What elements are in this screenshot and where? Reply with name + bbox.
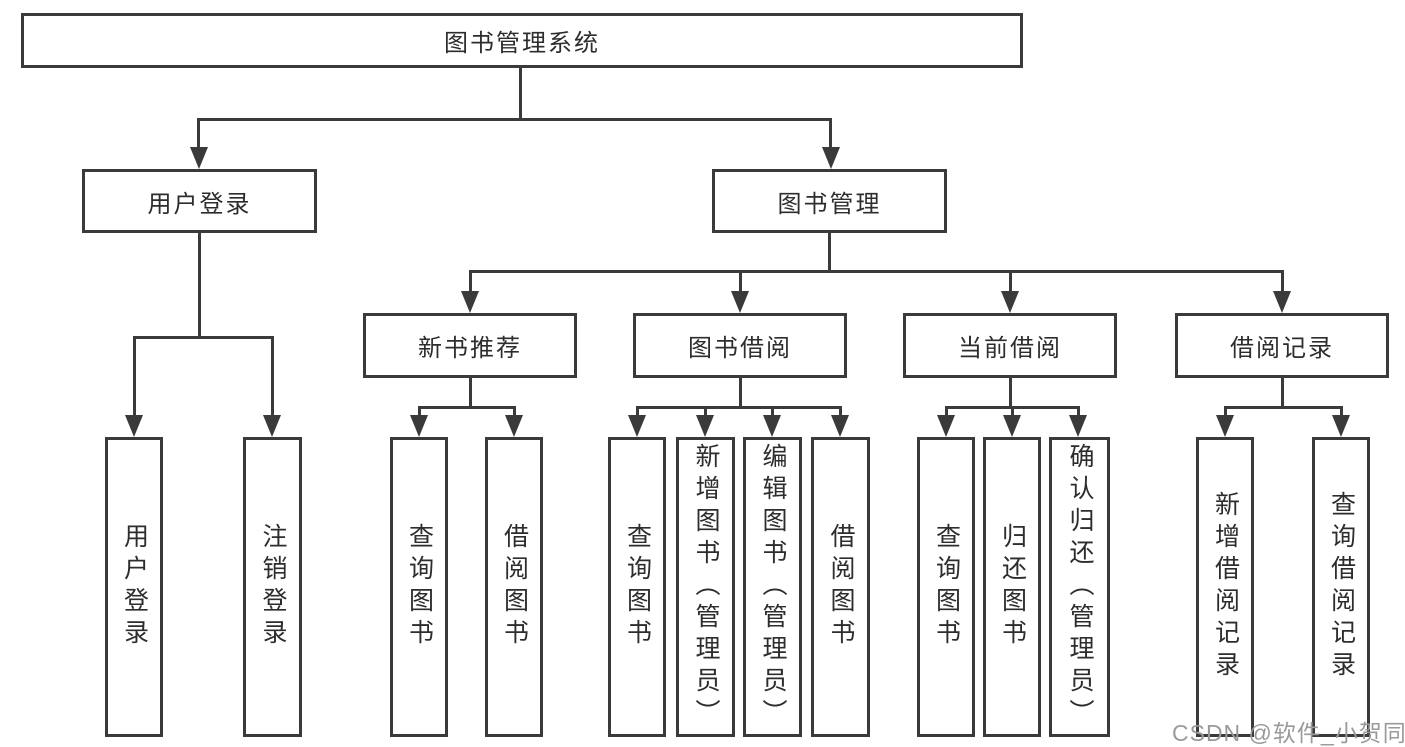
arrow-down-icon	[831, 415, 849, 437]
connector-stem-leaf	[418, 406, 421, 418]
connector-stem-borrow-records	[1281, 270, 1284, 294]
node-label: 当前借阅	[958, 335, 1062, 362]
node-new-book-recommend: 新书推荐	[363, 313, 577, 378]
connector-user-login-bar	[133, 336, 274, 339]
connector-book-management-vertical	[828, 232, 831, 273]
arrow-down-icon	[505, 415, 523, 437]
leaf-query-books: 查询图书	[608, 437, 666, 737]
leaf-borrow-books: 借阅图书	[811, 437, 870, 737]
node-label: 图书管理系统	[444, 30, 600, 57]
arrow-down-icon	[1069, 415, 1087, 437]
leaf-label: 新增图书（管理员）	[692, 443, 720, 731]
node-library-management-system: 图书管理系统	[21, 13, 1023, 68]
connector-stem-leaf	[271, 336, 274, 419]
connector-stem-leaf	[945, 406, 948, 418]
leaf-user-login: 用户登录	[105, 437, 163, 737]
connector-stem-leaf	[1340, 406, 1343, 418]
connector-stem-leaf	[1224, 406, 1227, 418]
leaf-label: 归还图书	[998, 523, 1027, 651]
watermark-text: CSDN @软件_小贺同学	[1172, 720, 1405, 746]
connector-new-book-bar	[418, 406, 516, 409]
arrow-down-icon	[937, 415, 955, 437]
connector-stem-leaf	[839, 406, 842, 418]
leaf-label: 查询图书	[623, 523, 652, 651]
connector-stem-book-borrow	[739, 270, 742, 294]
connector-stem-leaf	[771, 406, 774, 418]
arrow-down-icon	[731, 291, 749, 313]
connector-stem-new-book	[469, 270, 472, 294]
connector-level3-bar	[469, 270, 1283, 273]
leaf-return-books: 归还图书	[983, 437, 1041, 737]
connector-stem-book-management	[829, 118, 832, 149]
connector-stem-leaf	[636, 406, 639, 418]
connector-stem-leaf	[1077, 406, 1080, 418]
leaf-query-books: 查询图书	[390, 437, 448, 737]
connector-root-vertical	[519, 67, 522, 121]
connector-stem-current-borrow	[1009, 270, 1012, 294]
leaf-label: 确认归还（管理员）	[1066, 443, 1094, 731]
arrow-down-icon	[461, 291, 479, 313]
arrow-down-icon	[696, 415, 714, 437]
leaf-edit-book-admin: 编辑图书（管理员）	[743, 437, 802, 737]
connector-stem-leaf	[513, 406, 516, 418]
arrow-down-icon	[263, 415, 281, 437]
arrow-down-icon	[763, 415, 781, 437]
leaf-label: 用户登录	[120, 523, 149, 651]
arrow-down-icon	[1216, 415, 1234, 437]
leaf-confirm-return-admin: 确认归还（管理员）	[1049, 437, 1110, 737]
leaf-label: 查询图书	[405, 523, 434, 651]
leaf-label: 借阅图书	[827, 523, 855, 651]
leaf-add-borrow-record: 新增借阅记录	[1196, 437, 1254, 737]
connector-stem-leaf	[133, 336, 136, 419]
node-label: 用户登录	[147, 190, 252, 218]
connector-stem-user-login	[197, 118, 200, 149]
arrow-down-icon	[1332, 415, 1350, 437]
leaf-label: 注销登录	[259, 523, 287, 651]
leaf-query-borrow-record: 查询借阅记录	[1312, 437, 1370, 737]
connector-borrow-records-bar	[1224, 406, 1342, 409]
arrow-down-icon	[190, 147, 208, 169]
node-book-borrowing: 图书借阅	[633, 313, 847, 378]
arrow-down-icon	[1001, 291, 1019, 313]
node-current-borrowing: 当前借阅	[903, 313, 1117, 378]
arrow-down-icon	[1003, 415, 1021, 437]
node-label: 图书借阅	[688, 335, 792, 362]
leaf-label: 借阅图书	[500, 523, 529, 651]
leaf-borrow-books: 借阅图书	[485, 437, 543, 737]
arrow-down-icon	[822, 147, 840, 169]
connector-user-login-vertical	[198, 232, 201, 337]
node-user-login: 用户登录	[82, 169, 317, 233]
connector-stem-leaf	[1011, 406, 1014, 418]
connector-new-book-vertical	[469, 376, 472, 409]
connector-level2-bar	[197, 118, 832, 121]
connector-borrow-records-vertical	[1281, 376, 1284, 409]
node-label: 新书推荐	[418, 335, 522, 362]
leaf-query-books: 查询图书	[917, 437, 975, 737]
leaf-label: 查询借阅记录	[1327, 491, 1356, 683]
leaf-label: 新增借阅记录	[1211, 491, 1240, 683]
node-book-management: 图书管理	[712, 169, 947, 233]
node-borrow-records: 借阅记录	[1175, 313, 1389, 378]
leaf-add-book-admin: 新增图书（管理员）	[676, 437, 735, 737]
connector-book-borrow-vertical	[739, 376, 742, 409]
leaf-logout: 注销登录	[243, 437, 302, 737]
node-label: 图书管理	[777, 190, 882, 218]
connector-book-borrow-bar	[636, 406, 841, 409]
leaf-label: 编辑图书（管理员）	[759, 443, 787, 731]
arrow-down-icon	[125, 415, 143, 437]
connector-stem-leaf	[704, 406, 707, 418]
node-label: 借阅记录	[1230, 335, 1334, 362]
arrow-down-icon	[628, 415, 646, 437]
arrow-down-icon	[410, 415, 428, 437]
connector-current-borrow-vertical	[1009, 376, 1012, 409]
leaf-label: 查询图书	[932, 523, 961, 651]
arrow-down-icon	[1273, 291, 1291, 313]
